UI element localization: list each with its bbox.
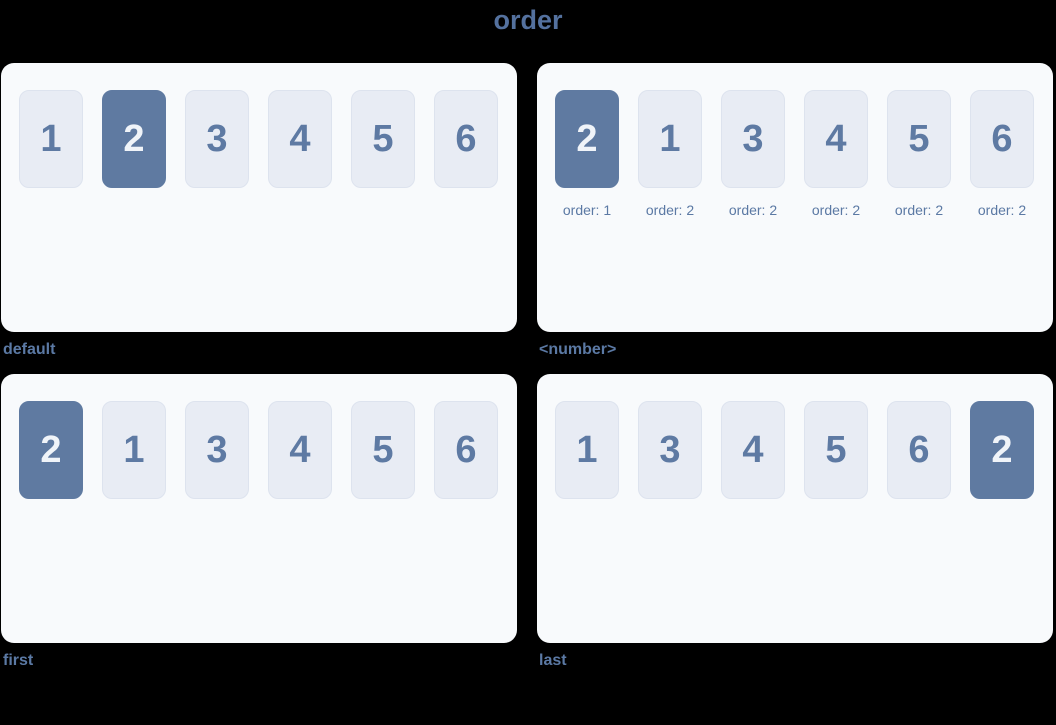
flex-item-box: 3 <box>185 90 249 188</box>
panel-first: 2 1 3 4 5 6 <box>1 374 517 643</box>
panel-label-default: default <box>3 341 56 358</box>
flex-item-box: 6 <box>434 90 498 188</box>
panel-last: 1 3 4 5 6 2 <box>537 374 1053 643</box>
flex-item-box: 4 <box>804 90 868 188</box>
flex-item-box: 1 <box>555 401 619 499</box>
demo-cell-first: 2 1 3 4 5 6 first <box>1 374 517 670</box>
panel-label-first: first <box>3 652 34 669</box>
flex-item-box: 5 <box>887 90 951 188</box>
flex-item-box: 3 <box>185 401 249 499</box>
flex-item-group: 2 order: 1 <box>555 90 619 218</box>
flex-item-box: 4 <box>268 90 332 188</box>
flex-container: 2 1 3 4 5 6 <box>19 401 499 499</box>
demo-cell-default: 1 2 3 4 5 6 default <box>1 63 517 359</box>
flex-item-box-highlighted: 2 <box>970 401 1034 499</box>
flex-container: 1 3 4 5 6 2 <box>555 401 1035 499</box>
panel-number: 2 order: 1 1 order: 2 3 order: 2 4 order… <box>537 63 1053 332</box>
flex-item-box: 6 <box>970 90 1034 188</box>
flex-item-box: 5 <box>351 401 415 499</box>
panel-label-last: last <box>539 652 567 669</box>
flex-item-box: 5 <box>351 90 415 188</box>
page-title: order <box>493 5 563 35</box>
flex-item-group: 4 order: 2 <box>804 90 868 218</box>
panel-label-number: <number> <box>539 341 617 358</box>
flex-item-box: 1 <box>19 90 83 188</box>
demo-cell-number: 2 order: 1 1 order: 2 3 order: 2 4 order… <box>537 63 1053 359</box>
flex-item-group: 3 order: 2 <box>721 90 785 218</box>
flex-item-box: 4 <box>721 401 785 499</box>
flex-container: 1 2 3 4 5 6 <box>19 90 499 188</box>
flex-item-box: 1 <box>638 90 702 188</box>
flex-item-box-highlighted: 2 <box>19 401 83 499</box>
flex-item-box-highlighted: 2 <box>102 90 166 188</box>
order-value-label: order: 2 <box>811 202 861 218</box>
flex-container: 2 order: 1 1 order: 2 3 order: 2 4 order… <box>555 90 1035 218</box>
order-value-label: order: 2 <box>894 202 944 218</box>
panel-default: 1 2 3 4 5 6 <box>1 63 517 332</box>
flex-item-box: 1 <box>102 401 166 499</box>
flex-item-box: 5 <box>804 401 868 499</box>
order-value-label: order: 2 <box>728 202 778 218</box>
flex-item-box-highlighted: 2 <box>555 90 619 188</box>
flex-item-box: 6 <box>434 401 498 499</box>
order-value-label: order: 2 <box>977 202 1027 218</box>
order-value-label: order: 2 <box>645 202 695 218</box>
flex-item-group: 5 order: 2 <box>887 90 951 218</box>
flex-item-group: 1 order: 2 <box>638 90 702 218</box>
flex-item-box: 6 <box>887 401 951 499</box>
flex-item-box: 3 <box>721 90 785 188</box>
flex-item-box: 4 <box>268 401 332 499</box>
demo-cell-last: 1 3 4 5 6 2 last <box>537 374 1053 670</box>
flex-item-group: 6 order: 2 <box>970 90 1034 218</box>
order-value-label: order: 1 <box>562 202 612 218</box>
flex-item-box: 3 <box>638 401 702 499</box>
demo-grid: 1 2 3 4 5 6 default 2 order: 1 1 order: … <box>0 63 1056 670</box>
